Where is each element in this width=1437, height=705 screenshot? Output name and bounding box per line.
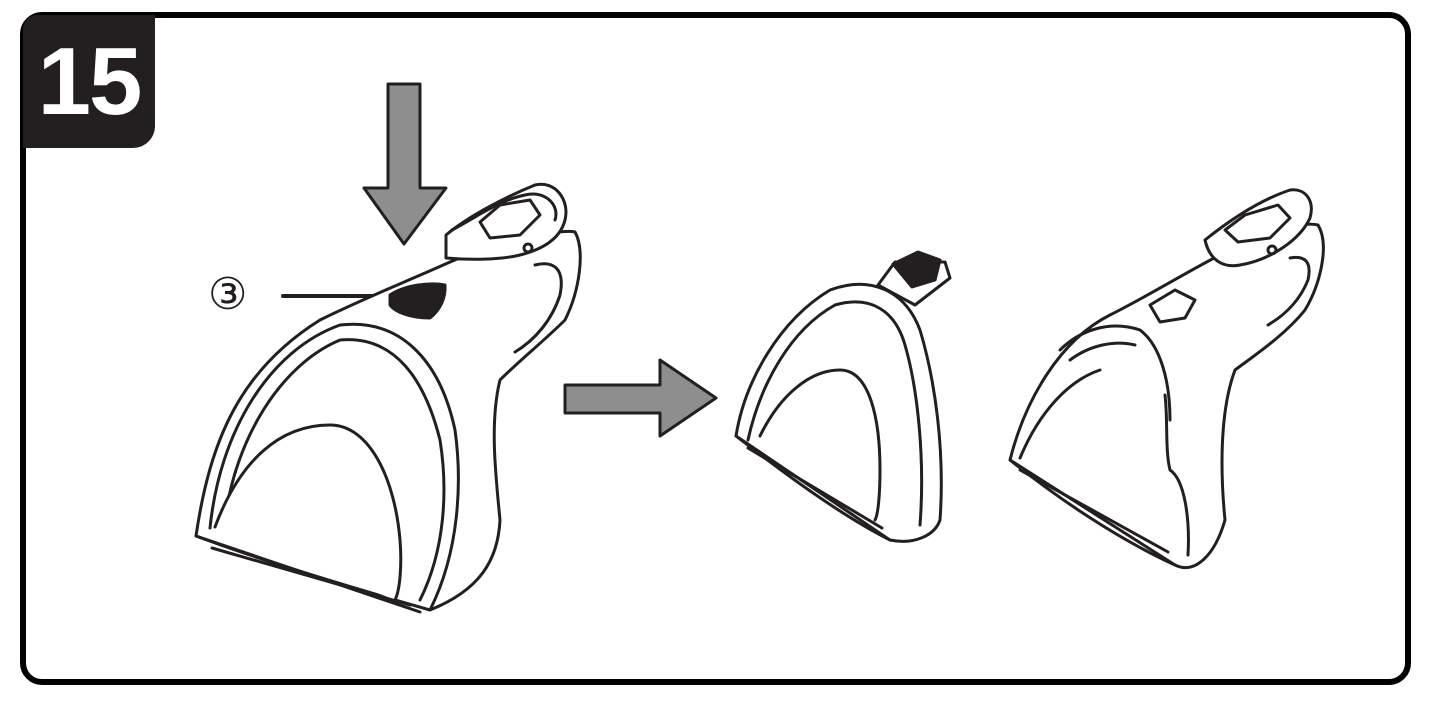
next-state-arrow (563, 358, 718, 438)
nozzle-tool-assembled (194, 182, 582, 614)
instruction-frame (20, 12, 1411, 685)
nozzle-handle-shell (1008, 188, 1325, 570)
press-down-arrow (362, 82, 448, 246)
step-number-badge: 15 (23, 15, 155, 148)
nozzle-head-detached (734, 250, 952, 543)
callout-number-3: ③ (208, 269, 248, 320)
